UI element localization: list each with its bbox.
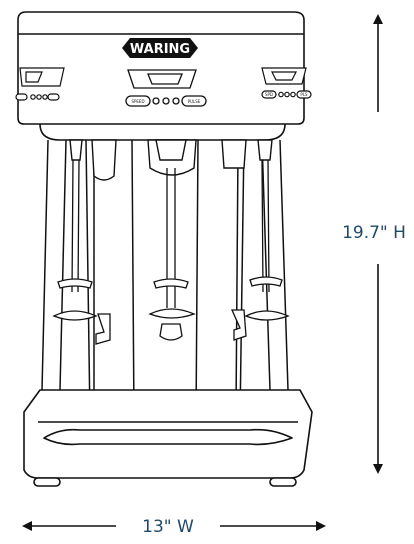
left-control-panel <box>15 67 65 101</box>
foot-right <box>269 477 297 487</box>
speed-button-label: SPEED <box>131 99 144 104</box>
pulse-button[interactable] <box>181 95 207 107</box>
left-led-1 <box>30 94 36 100</box>
right-button-b[interactable] <box>296 90 312 99</box>
right-led-1 <box>278 91 284 98</box>
agitators <box>52 276 290 341</box>
cup-switches <box>95 309 247 345</box>
right-button-a[interactable] <box>261 90 277 99</box>
pulse-button-label: PULSE <box>188 99 201 104</box>
left-led-2 <box>36 94 42 100</box>
center-control-panel <box>125 69 207 107</box>
mixer-frame <box>41 139 289 421</box>
logo-text: WARING <box>130 42 190 57</box>
top-housing <box>17 11 305 141</box>
width-dimension-label: 13" W <box>142 517 194 537</box>
right-button-a-label: SPD <box>265 92 273 97</box>
mixer-base <box>23 389 313 487</box>
center-led-2 <box>162 97 170 105</box>
right-button-b-label: PLS <box>300 92 308 97</box>
left-button-a[interactable] <box>15 93 28 101</box>
spindle-heads <box>69 139 273 181</box>
right-control-panel <box>261 67 312 99</box>
center-led-1 <box>152 97 160 105</box>
height-dimension-label: 19.7" H <box>342 223 406 243</box>
right-led-2 <box>284 91 290 98</box>
center-led-3 <box>172 97 180 105</box>
left-led-3 <box>42 94 48 100</box>
foot-left <box>33 477 61 487</box>
speed-button[interactable] <box>125 95 151 107</box>
brand-logo: WARING <box>122 38 198 58</box>
right-led-3 <box>290 91 296 98</box>
left-button-b[interactable] <box>47 93 60 101</box>
